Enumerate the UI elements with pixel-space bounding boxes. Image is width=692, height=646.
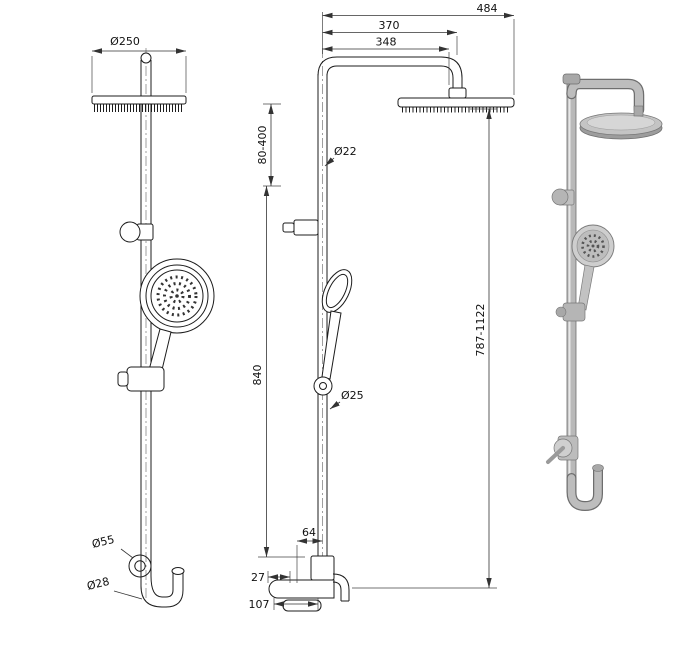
dimension-overall-height-range: 787-1122 xyxy=(352,108,497,589)
rendered-wall-bracket xyxy=(551,188,575,206)
dimension-arm-center-reach: 370 xyxy=(322,19,458,55)
bottom-bend-front xyxy=(128,554,185,608)
dim-arm-center-label: 370 xyxy=(379,19,400,32)
dim-spout-length-label: 107 xyxy=(249,598,270,611)
riser-pipe-side xyxy=(317,48,328,572)
front-view: Ø250 Ø55 Ø28 xyxy=(86,35,215,608)
rendered-bottom-bend xyxy=(566,464,604,512)
hand-shower-front xyxy=(139,258,215,375)
dim-rail-length-label: 840 xyxy=(251,365,264,386)
dim-arm-inner-label: 348 xyxy=(376,36,397,49)
dimension-riser-diameter: Ø22 xyxy=(324,145,357,167)
dim-pivot-diameter-label: Ø25 xyxy=(341,389,364,402)
rendered-view xyxy=(546,73,663,512)
shower-head-side xyxy=(397,97,515,113)
dim-overall-height-label: 787-1122 xyxy=(474,304,487,357)
rendered-shower-head xyxy=(579,105,663,140)
dim-escutcheon-label: Ø55 xyxy=(91,533,116,551)
dim-head-drop-label: 80-400 xyxy=(256,126,269,165)
dimension-arm-inner-reach: 348 xyxy=(322,36,450,85)
rendered-shower-arm xyxy=(562,73,645,116)
dim-head-diameter-label: Ø250 xyxy=(110,35,140,48)
dimension-head-diameter: Ø250 xyxy=(91,35,187,93)
shower-arm-side xyxy=(317,56,467,99)
wall-bracket-front xyxy=(119,221,154,243)
dim-inlet-label: Ø28 xyxy=(86,575,111,593)
rendered-riser-pipe xyxy=(566,79,577,481)
dimension-pivot-diameter: Ø25 xyxy=(329,389,364,410)
riser-pipe-front xyxy=(140,48,152,600)
dimension-rail-length: 840 xyxy=(251,186,305,558)
diverter-bracket-side xyxy=(282,219,319,236)
dim-outlet-offset-label: 64 xyxy=(302,526,316,539)
dim-spout-offset-label: 27 xyxy=(251,571,265,584)
dim-riser-diameter-label: Ø22 xyxy=(334,145,357,158)
rendered-mixer xyxy=(546,435,579,464)
dim-overall-reach-label: 484 xyxy=(477,2,498,15)
slider-bracket-front xyxy=(117,366,165,392)
dimension-spout-offset: 27 xyxy=(251,571,291,584)
side-view: 484 370 348 80-400 840 7 xyxy=(249,2,515,612)
rendered-hand-shower xyxy=(555,224,615,322)
dimension-outlet-offset: 64 xyxy=(296,526,323,583)
dimension-head-drop-range: 80-400 xyxy=(256,103,281,187)
dimension-inlet-diameter: Ø28 xyxy=(86,575,143,600)
mixer-body-side xyxy=(268,555,350,612)
dimension-spout-length: 107 xyxy=(249,598,319,611)
dimension-overall-reach: 484 xyxy=(322,2,515,95)
hand-shower-side xyxy=(313,269,353,396)
dimension-escutcheon-diameter: Ø55 xyxy=(91,533,134,559)
shower-head-front xyxy=(91,95,187,112)
